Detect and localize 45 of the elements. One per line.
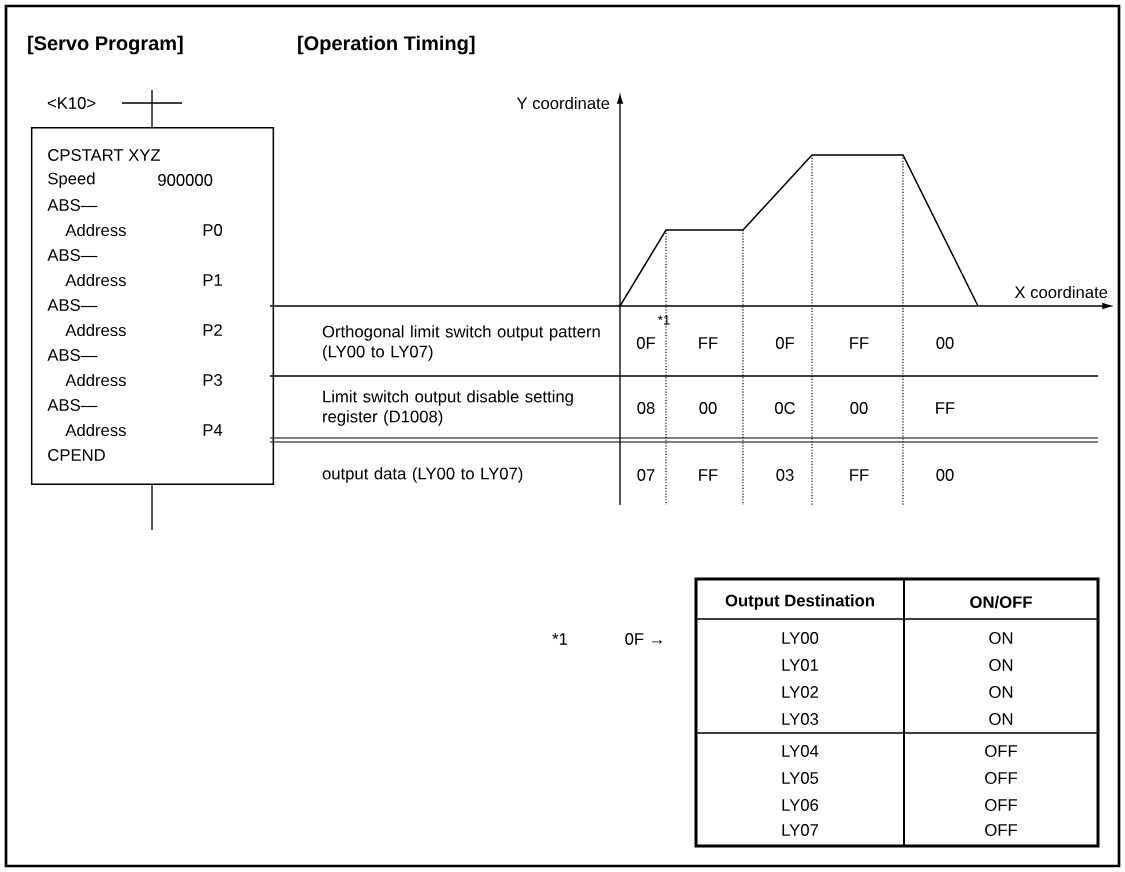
value-text: 0C	[775, 402, 795, 414]
table-cell-text: LY03	[782, 713, 819, 725]
table-header-text: ON/OFF	[970, 595, 1032, 609]
value-text: 00	[850, 402, 868, 414]
table-cell-text: LY02	[782, 686, 818, 698]
value-text: FF	[850, 337, 869, 349]
value-text: 00	[699, 402, 717, 414]
table-cell-text: LY06	[782, 799, 819, 811]
label-text: X coordinate	[1014, 285, 1108, 299]
value-text: 00	[936, 337, 954, 349]
value-text: FF	[936, 402, 955, 414]
table-cell-text: ON	[989, 686, 1013, 698]
program-box: CPSTART XYZ Speed 900000 ABS— Address P0 ABS— Address P1 ABS— Address P2 ABS— Address P3 ABS— Address P4 CPEND	[30, 126, 275, 486]
table-cell-text: OFF	[985, 772, 1017, 784]
table-cell-text: LY04	[782, 745, 819, 757]
table-cell-text: OFF	[985, 745, 1017, 757]
label-text: *1	[552, 633, 568, 645]
label-text: 0F →	[625, 633, 662, 645]
table-cell-text: OFF	[985, 799, 1017, 811]
value-text: FF	[699, 337, 718, 349]
table-cell-text: LY05	[782, 772, 819, 784]
table-cell-text: ON	[989, 632, 1013, 644]
table-cell-text: LY07	[782, 824, 818, 836]
row-label: Orthogonal limit switch output pattern (LY00 to LY07)	[322, 325, 600, 361]
row-label: Limit switch output disable setting register (D1008)	[323, 390, 573, 426]
footnote-mark: *1	[657, 315, 670, 325]
table-cell-text: OFF	[985, 824, 1017, 836]
value-text: 0F	[636, 337, 656, 349]
table-cell-text: LY00	[782, 632, 819, 644]
value-text: FF	[850, 469, 869, 481]
value-text: 07	[637, 469, 655, 481]
section-heading: [Operation Timing]	[298, 35, 475, 55]
table-cell-text: LY01	[782, 659, 819, 671]
value-text: 00	[936, 469, 954, 481]
section-heading: [Servo Program]	[28, 35, 183, 55]
label-text: Y coordinate	[516, 96, 610, 110]
value-text: FF	[699, 469, 718, 481]
value-text: 03	[776, 469, 794, 481]
label-text: <K10>	[47, 97, 96, 109]
value-text: 08	[637, 402, 655, 414]
table-cell-text: ON	[989, 659, 1013, 671]
row-label: output data (LY00 to LY07)	[322, 467, 523, 483]
table-header-text: Output Destination	[725, 594, 874, 610]
table-cell-text: ON	[989, 713, 1013, 725]
value-text: 0F	[775, 337, 795, 349]
